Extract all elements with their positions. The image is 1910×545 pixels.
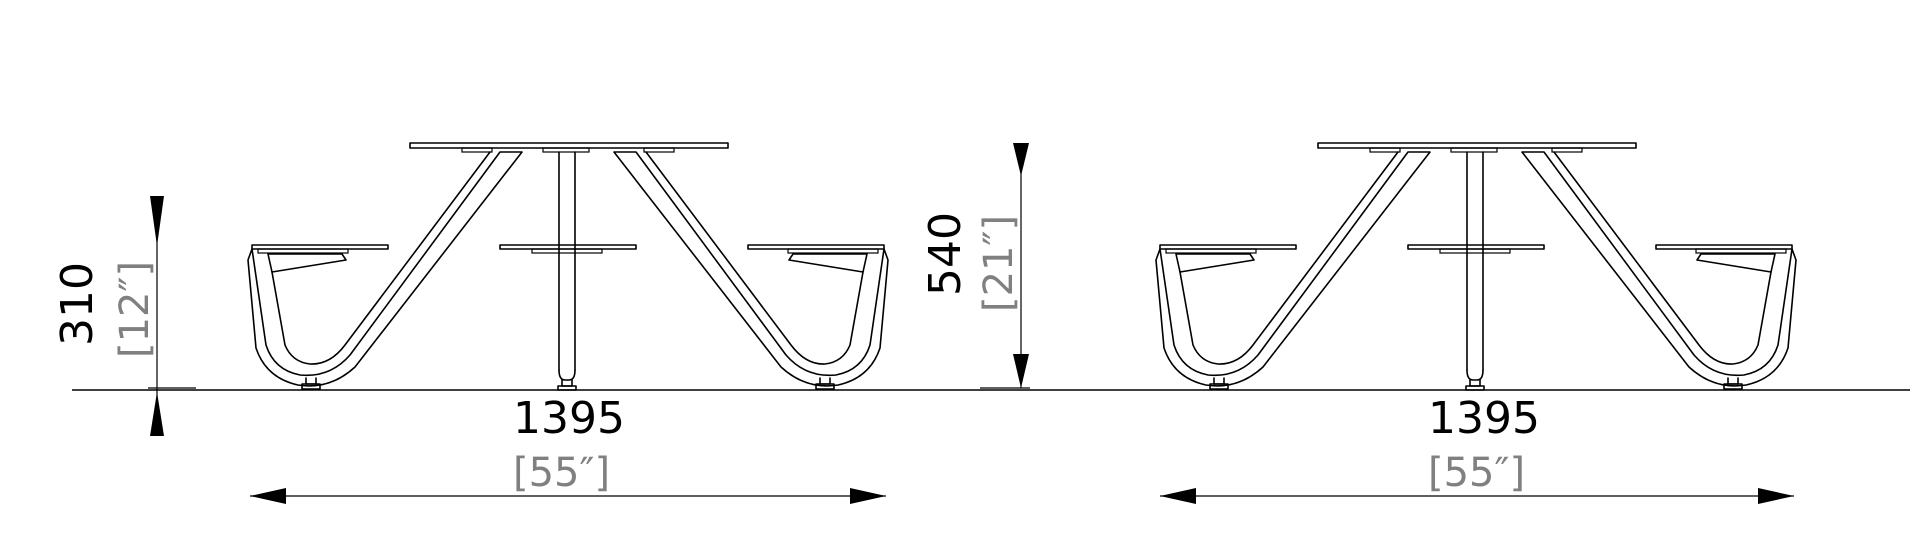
width-left-imperial: [55″] <box>513 450 610 496</box>
table-height-metric: 540 <box>920 212 971 296</box>
dim-seat-height: 310 [12″] <box>52 196 196 436</box>
bench-left <box>247 142 889 391</box>
width-right-imperial: [55″] <box>1428 450 1525 496</box>
dim-width-right: 1395 [55″] <box>1160 393 1794 504</box>
dim-width-left: 1395 [55″] <box>250 393 886 504</box>
bench-right <box>1155 142 1797 391</box>
dim-table-height: 540 [21″] <box>920 143 1030 389</box>
table-height-imperial: [21″] <box>976 215 1022 312</box>
seat-height-imperial: [12″] <box>112 261 158 358</box>
seat-height-metric: 310 <box>52 262 103 346</box>
width-left-metric: 1395 <box>513 393 625 444</box>
width-right-metric: 1395 <box>1428 393 1540 444</box>
